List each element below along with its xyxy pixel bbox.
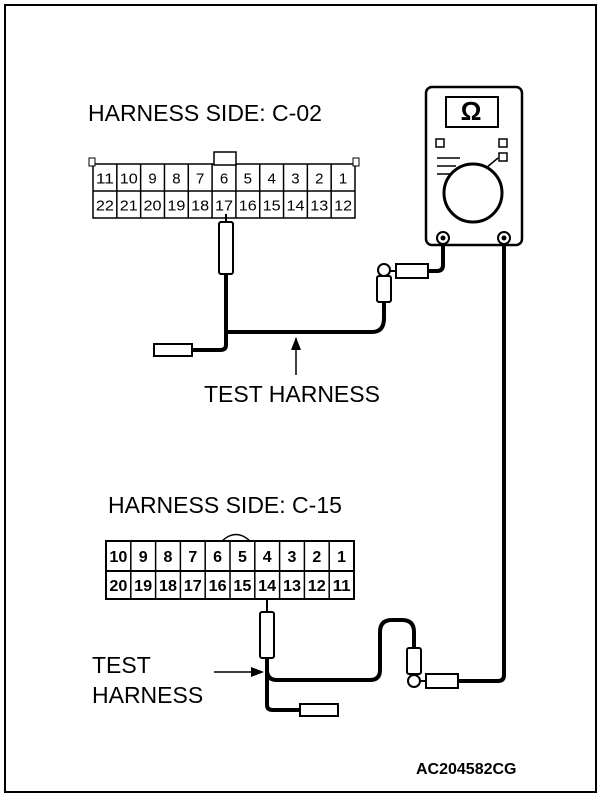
- c15-pin-10: 10: [109, 549, 127, 566]
- c15-pin-17: 17: [184, 578, 202, 595]
- c02-pin-8: 8: [172, 171, 180, 188]
- c15-pin-12: 12: [308, 578, 326, 595]
- label-harness-c02: HARNESS SIDE: C-02: [88, 100, 322, 126]
- c02-pin-19: 19: [167, 198, 185, 215]
- c02-pin-20: 20: [144, 198, 162, 215]
- c02-pin-21: 21: [120, 198, 138, 215]
- c02-pin-16: 16: [239, 198, 257, 215]
- c02-pin-6: 6: [220, 171, 228, 188]
- c15-pin-5: 5: [238, 549, 247, 566]
- c02-pin-1: 1: [339, 171, 347, 188]
- c02-pin-9: 9: [148, 171, 156, 188]
- c02-pin-10: 10: [120, 171, 138, 188]
- c02-pin-2: 2: [315, 171, 323, 188]
- upper-test-harness: [153, 214, 445, 375]
- ohm-symbol: Ω: [460, 96, 482, 126]
- lower-test-harness: [214, 244, 506, 717]
- c02-pin-18: 18: [191, 198, 209, 215]
- c02-pin-5: 5: [244, 171, 252, 188]
- ohmmeter: [424, 85, 524, 247]
- c15-pin-8: 8: [164, 549, 173, 566]
- c15-pin-2: 2: [312, 549, 321, 566]
- figure-code: AC204582CG: [416, 761, 517, 778]
- c02-pin-3: 3: [291, 171, 299, 188]
- c15-pin-11: 11: [333, 578, 351, 595]
- c15-pin-1: 1: [337, 549, 346, 566]
- label-test-harness-lower-line1: TEST: [92, 652, 151, 678]
- c02-pin-15: 15: [263, 198, 281, 215]
- c15-pin-20: 20: [109, 578, 127, 595]
- c02-pin-17: 17: [215, 198, 233, 215]
- c02-pin-13: 13: [310, 198, 328, 215]
- c02-pin-7: 7: [196, 171, 204, 188]
- label-test-harness-upper: TEST HARNESS: [204, 381, 380, 407]
- c02-pin-12: 12: [334, 198, 352, 215]
- c02-pin-11: 11: [96, 171, 114, 188]
- c15-pin-4: 4: [263, 549, 272, 566]
- label-test-harness-lower-line2: HARNESS: [92, 682, 204, 708]
- c15-pin-3: 3: [288, 549, 297, 566]
- c02-pin-14: 14: [286, 198, 304, 215]
- c15-pin-7: 7: [188, 549, 197, 566]
- c15-pin-19: 19: [134, 578, 152, 595]
- label-harness-c15: HARNESS SIDE: C-15: [108, 492, 342, 518]
- c15-pin-15: 15: [233, 578, 251, 595]
- c15-pin-9: 9: [139, 549, 148, 566]
- c02-pin-4: 4: [267, 171, 275, 188]
- c02-pin-22: 22: [96, 198, 114, 215]
- figure-frame: [4, 4, 597, 793]
- c15-pin-18: 18: [159, 578, 177, 595]
- c15-pin-6: 6: [213, 549, 222, 566]
- c15-pin-13: 13: [283, 578, 301, 595]
- c15-pin-14: 14: [258, 578, 276, 595]
- c15-pin-16: 16: [209, 578, 227, 595]
